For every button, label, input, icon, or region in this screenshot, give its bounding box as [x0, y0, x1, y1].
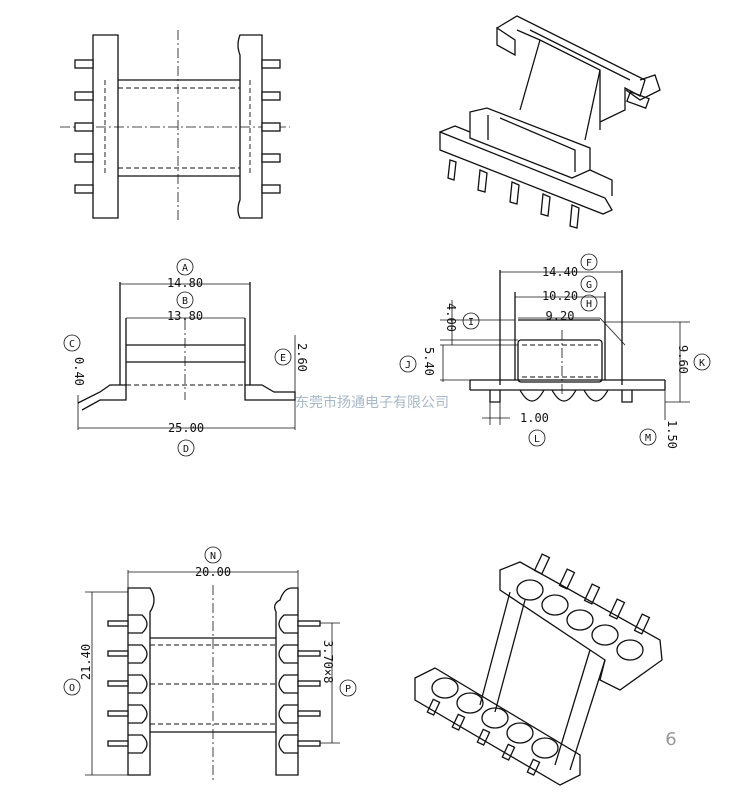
bottom-view: N 20.00 21.40 O 3.70×8 P: [63, 546, 357, 780]
watermark-text: 东莞市扬通电子有限公司: [295, 394, 449, 411]
dim-label-l: L: [534, 434, 540, 445]
dim-value-a: 14.80: [167, 276, 203, 290]
dim-label-e: E: [280, 353, 286, 364]
dim-label-a: A: [182, 263, 188, 274]
dim-label-b: B: [182, 296, 188, 307]
dim-label-g: G: [586, 280, 592, 291]
dim-label-f: F: [586, 258, 592, 269]
dim-label-n: N: [210, 551, 216, 562]
dim-label-o: O: [69, 683, 75, 694]
iso-view-bottom: [414, 553, 663, 786]
dim-label-m: M: [645, 433, 651, 444]
dim-label-i: I: [468, 317, 474, 328]
dim-value-k: 9.60: [676, 345, 690, 374]
dim-value-b: 13.80: [167, 309, 203, 323]
dim-label-j: J: [405, 360, 411, 371]
side-view: F 14.40 G 10.20 H 9.20 4.00 I 5.40 J 9.6…: [399, 253, 711, 449]
dim-value-d: 25.00: [168, 421, 204, 435]
dim-label-d: D: [183, 444, 189, 455]
dim-value-l: 1.00: [520, 411, 549, 425]
top-view: [60, 30, 290, 222]
dim-label-h: H: [586, 299, 592, 310]
dim-label-p: P: [345, 684, 351, 695]
page-number: 6: [665, 729, 676, 750]
dim-value-f: 14.40: [542, 265, 578, 279]
dim-label-c: C: [69, 339, 75, 350]
front-view: A 14.80 B 13.80 C 0.40 25.00 D E 2.60: [63, 258, 309, 457]
dim-value-e: 2.60: [295, 343, 309, 372]
iso-view-top: [439, 15, 661, 229]
dim-value-o: 21.40: [79, 644, 93, 680]
dim-value-g: 10.20: [542, 289, 578, 303]
dim-value-j: 5.40: [422, 347, 436, 376]
dim-label-k: K: [699, 358, 705, 369]
dim-value-n: 20.00: [195, 565, 231, 579]
dim-value-i: 4.00: [444, 303, 458, 332]
dim-value-p: 3.70×8: [321, 640, 335, 683]
dim-value-c: 0.40: [72, 357, 86, 386]
dim-value-m: 1.50: [665, 420, 679, 449]
dim-value-h: 9.20: [546, 309, 575, 323]
